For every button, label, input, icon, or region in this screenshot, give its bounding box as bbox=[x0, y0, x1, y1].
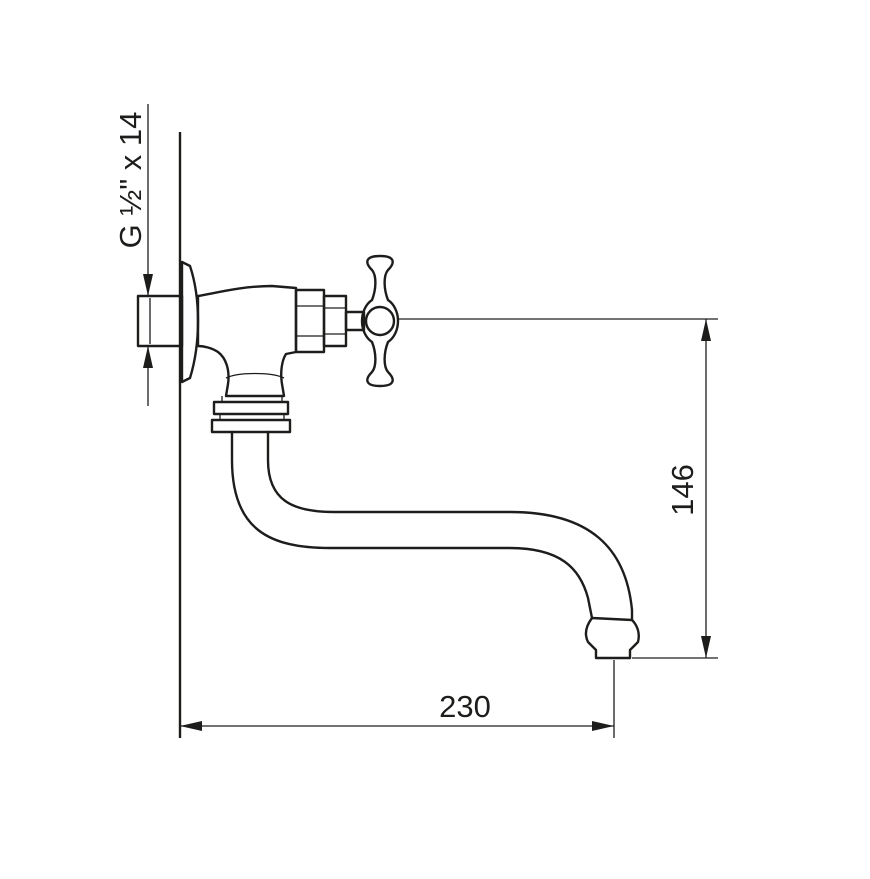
tap-body bbox=[136, 254, 640, 660]
spout-inner bbox=[266, 430, 634, 622]
valve-body bbox=[196, 284, 298, 398]
dimension-height: 146 bbox=[398, 318, 718, 659]
dimension-length: 230 bbox=[180, 660, 615, 738]
cross-handle bbox=[360, 254, 400, 388]
thread-label: G ½" x 14 bbox=[113, 112, 148, 249]
hex-nut bbox=[294, 288, 348, 354]
dimension-thread: G ½" x 14 bbox=[113, 104, 153, 406]
wall-connector bbox=[136, 294, 184, 348]
spout-outer bbox=[230, 430, 594, 620]
spindle bbox=[344, 310, 366, 332]
aerator bbox=[584, 616, 640, 660]
spout-coupling bbox=[210, 396, 292, 434]
wall-flange bbox=[180, 260, 200, 384]
length-label: 230 bbox=[439, 689, 491, 724]
height-label: 146 bbox=[665, 464, 700, 516]
